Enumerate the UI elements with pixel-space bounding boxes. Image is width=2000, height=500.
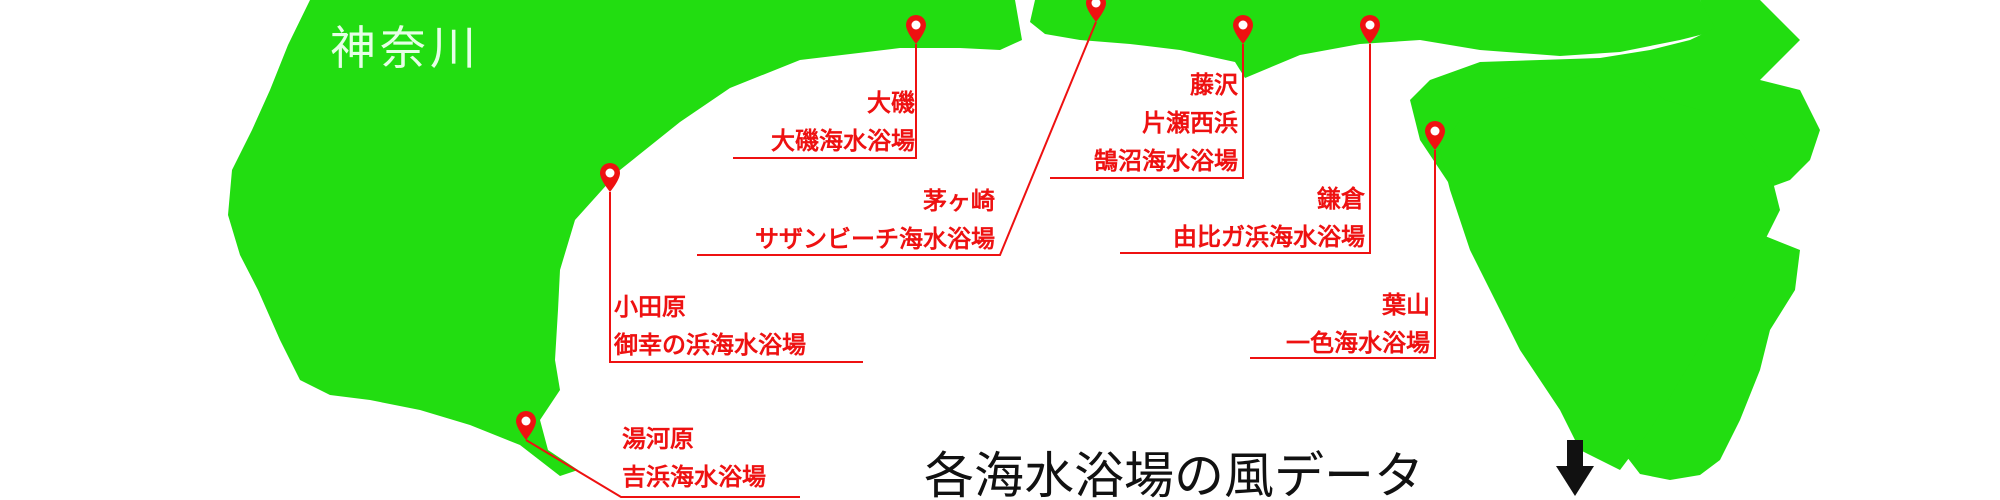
beach-label-fujisawa[interactable]: 藤沢 片瀬西浜 鵠沼海水浴場 (1048, 66, 1238, 180)
land-west (228, 0, 1022, 476)
beach-label-oiso[interactable]: 大磯 大磯海水浴場 (735, 84, 915, 160)
leader-yugawara (525, 439, 800, 498)
beach-label-hayama[interactable]: 葉山 一色海水浴場 (1245, 286, 1430, 362)
land-miura (1440, 70, 1780, 470)
pin-hayama-icon[interactable] (1425, 121, 1445, 150)
beach-name-line1: 片瀬西浜 (1142, 109, 1238, 137)
beach-name: 由比ガ浜海水浴場 (1173, 223, 1365, 251)
beach-area: 大磯 (867, 89, 915, 117)
pin-kamakura-icon[interactable] (1360, 15, 1380, 44)
beach-label-chigasaki[interactable]: 茅ヶ崎 サザンビーチ海水浴場 (690, 182, 995, 258)
beach-label-yugawara[interactable]: 湯河原 吉浜海水浴場 (622, 420, 812, 496)
beach-area: 茅ヶ崎 (923, 187, 995, 215)
pin-chigasaki-icon[interactable] (1086, 0, 1106, 22)
leader-fujisawa (1050, 44, 1244, 179)
map-pins (516, 0, 1445, 440)
pin-oiso-icon[interactable] (906, 15, 926, 44)
leader-kamakura (1120, 44, 1371, 254)
beach-area: 湯河原 (622, 425, 694, 453)
wind-data-link[interactable]: 各海水浴場の風データ (924, 447, 1424, 500)
beach-area: 葉山 (1382, 291, 1430, 319)
leader-odawara (609, 192, 863, 363)
down-arrow-icon[interactable] (1556, 440, 1594, 496)
beach-name: サザンビーチ海水浴場 (755, 225, 995, 253)
beach-name: 御幸の浜海水浴場 (614, 331, 806, 359)
beach-area: 藤沢 (1190, 71, 1238, 99)
leader-chigasaki (697, 21, 1097, 256)
beach-area: 鎌倉 (1317, 185, 1365, 213)
beach-name: 吉浜海水浴場 (622, 463, 766, 491)
beach-name: 大磯海水浴場 (771, 127, 915, 155)
land-central (1030, 0, 1720, 78)
beach-name-line2: 鵠沼海水浴場 (1094, 147, 1238, 175)
beach-label-kamakura[interactable]: 鎌倉 由比ガ浜海水浴場 (1110, 180, 1365, 256)
pin-yugawara-icon[interactable] (516, 411, 536, 440)
leader-oiso (733, 44, 917, 159)
leader-hayama (1250, 150, 1436, 359)
leader-lines (525, 21, 1436, 498)
pin-odawara-icon[interactable] (600, 163, 620, 192)
pin-fujisawa-icon[interactable] (1233, 15, 1253, 44)
beach-label-odawara[interactable]: 小田原 御幸の浜海水浴場 (614, 288, 874, 364)
beach-name: 一色海水浴場 (1286, 329, 1430, 357)
beach-area: 小田原 (614, 293, 686, 321)
region-label: 神奈川 (330, 21, 480, 75)
